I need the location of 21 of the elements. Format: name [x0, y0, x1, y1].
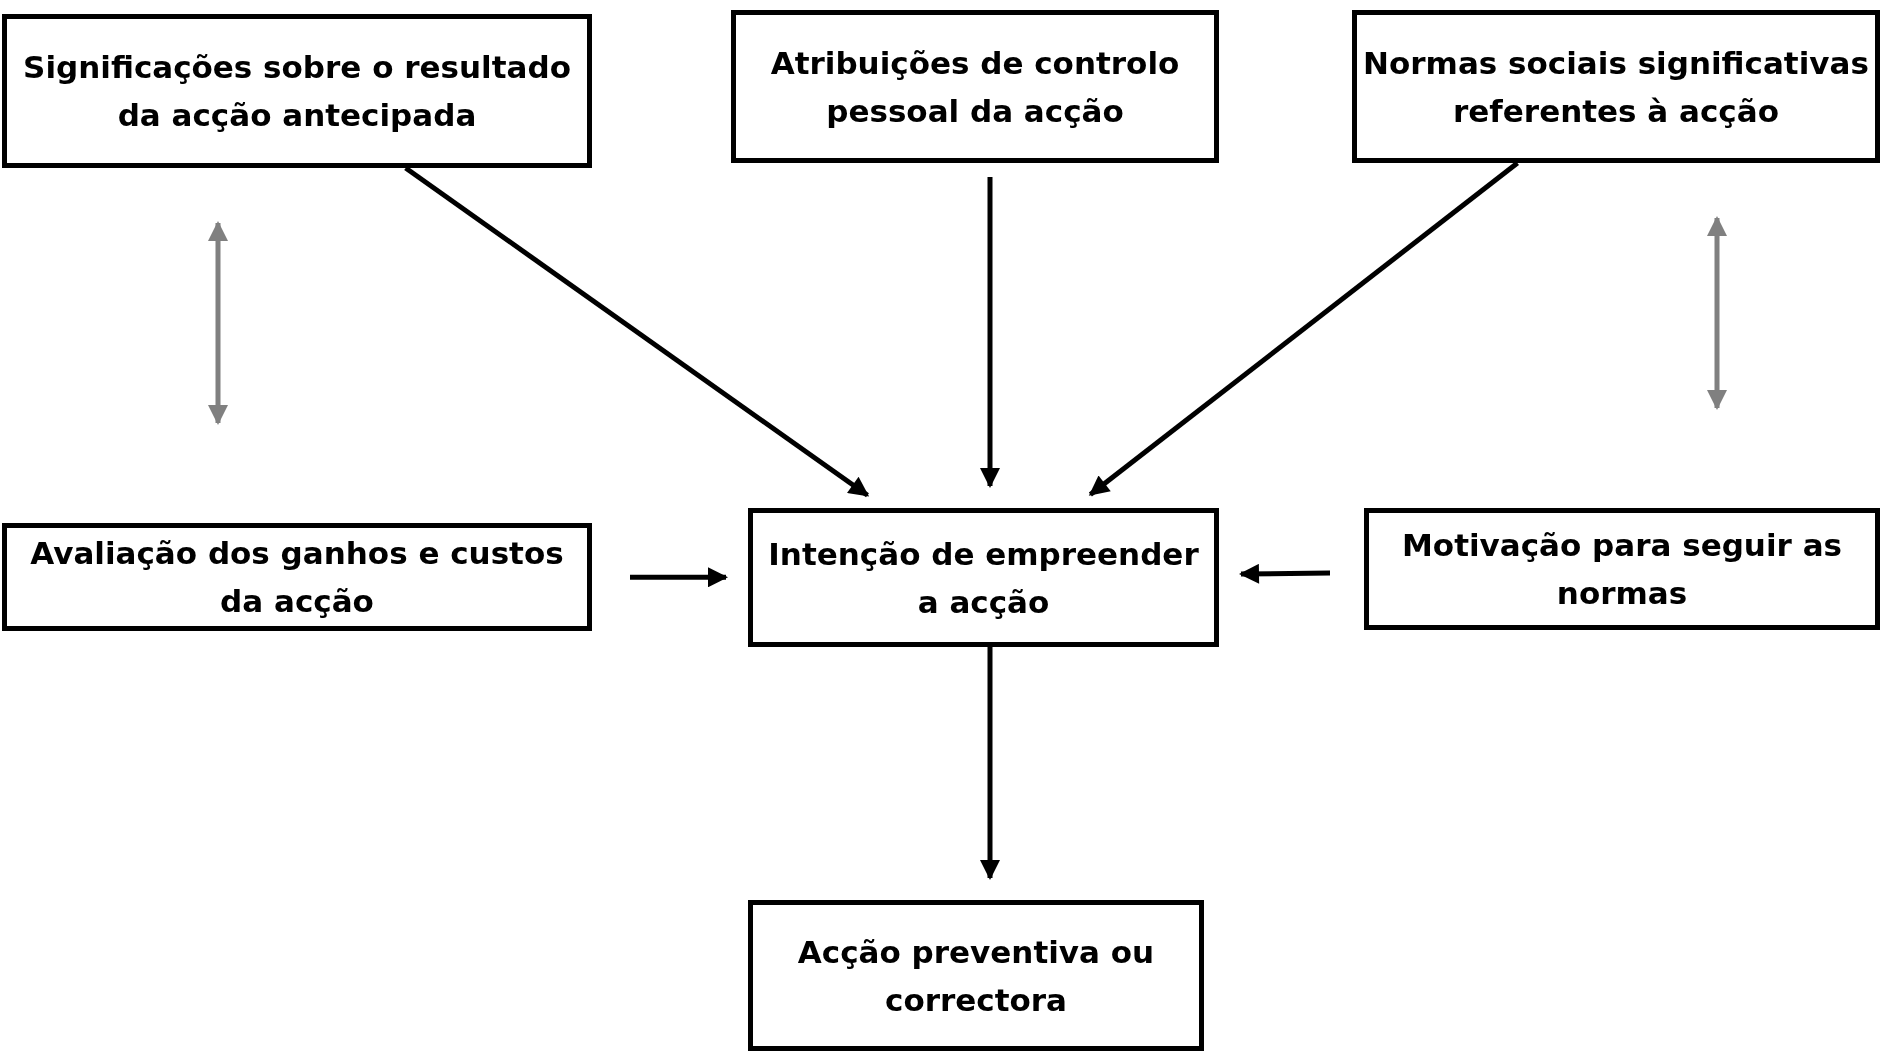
arrow — [208, 221, 228, 425]
box-label: Atribuições de controlo pessoal da acção — [769, 43, 1181, 131]
arrow — [630, 567, 728, 588]
process-box — [2, 14, 592, 168]
arrow — [1239, 563, 1331, 584]
arrow — [1707, 216, 1727, 410]
box-label: Significações sobre o resultado da acção antecipada — [22, 48, 572, 135]
box-label: Motivação para seguir as normas — [1401, 526, 1843, 613]
box-label: Acção preventiva ou correctora — [796, 932, 1156, 1020]
box-label: Intenção de empreender a acção — [767, 534, 1200, 622]
arrow — [1088, 161, 1519, 497]
process-box — [731, 10, 1219, 163]
process-box — [1364, 508, 1880, 630]
arrow — [980, 647, 1000, 880]
arrow — [980, 177, 1000, 488]
box-label: Normas sociais significativas referentes à acção — [1363, 43, 1869, 131]
process-box — [748, 508, 1219, 647]
process-box — [1352, 10, 1880, 163]
process-box — [2, 523, 592, 631]
process-box — [748, 900, 1204, 1051]
box-label: Avaliação dos ganhos e custos da acção — [29, 534, 565, 621]
